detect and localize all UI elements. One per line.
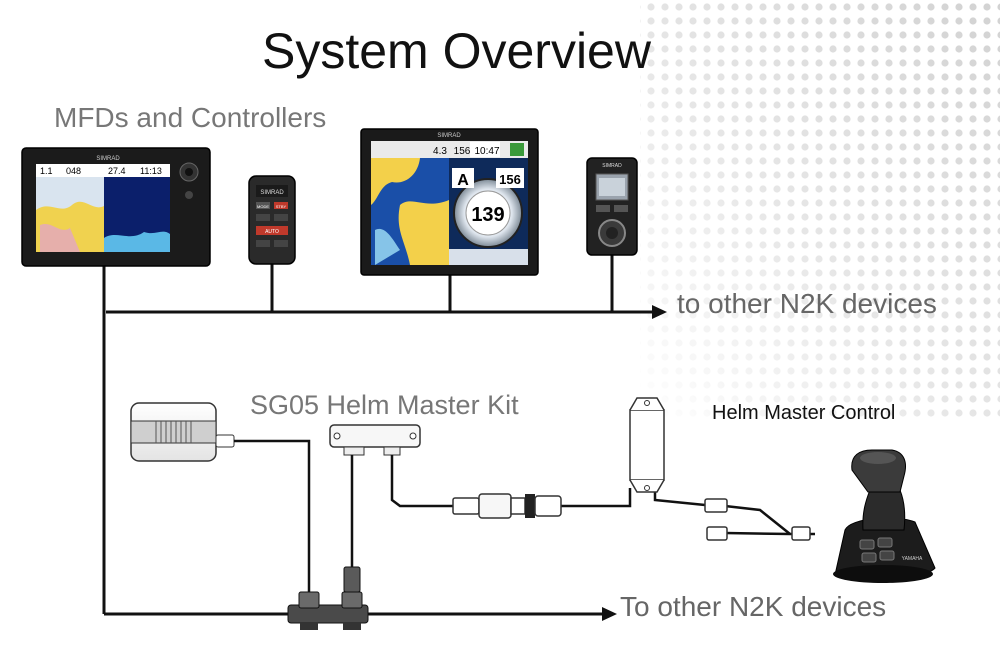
harness-connectors [704,498,811,541]
n2k-label-top: to other N2K devices [677,288,937,319]
mfd-large-course-value: 156 [499,172,521,187]
adapter-to-ecu-cable [560,488,632,508]
section-label-helm-master-control: Helm Master Control [712,402,896,424]
section-label-mfds-controllers: MFDs and Controllers [54,102,327,133]
mfd-small-readout-2: 048 [66,166,81,176]
helm-master-ecu [629,397,665,493]
mfd-large: 139 A 156 4.3 156 10:47 SIMRAD [360,128,539,276]
mfd-large-brand: SIMRAD [437,133,461,139]
mfd-large-mode-letter: A [457,172,469,189]
mfd-large-readout-depth: 4.3 [433,146,447,157]
mfd-small-brand: SIMRAD [96,156,120,162]
gateway-to-adapter-cable [390,455,455,508]
page-title: System Overview [262,23,651,79]
autopilot-remote-brand: SIMRAD [260,190,284,196]
mfd-small: 1.1 048 27.4 11:13 SIMRAD [21,147,211,267]
ecu-to-joystick-cable [653,488,706,507]
mfd-large-readout-time: 10:47 [474,146,499,157]
bottom-arrowhead [602,607,617,621]
controller-keypad: SIMRAD [586,157,638,256]
remote-key-auto: AUTO [265,229,279,235]
joystick-harness-1 [724,504,791,535]
autopilot-remote: SIMRAD MODE STBY AUTO [248,175,296,265]
mfd-small-readout-1: 1.1 [40,166,53,176]
mfd-large-readout-heading: 156 [454,146,471,157]
kit-cables [234,439,815,600]
mfd-large-heading-value: 139 [471,204,504,226]
top-arrowhead [652,305,667,319]
dotted-background [640,0,1000,420]
joystick-brand: YAMAHA [902,556,923,562]
n2k-label-bottom: To other N2K devices [620,591,887,622]
power-supply-box [130,402,235,462]
remote-key-mode: MODE [257,204,269,209]
mfd-small-readout-3: 27.4 [108,166,126,176]
mfd-small-readout-4: 11:13 [140,166,162,176]
inline-adapter-connectors [452,493,562,519]
remote-key-stby: STBY [276,204,287,209]
sg05-gateway-module [329,424,421,456]
helm-master-joystick: YAMAHA [833,449,936,583]
bottom-t-connectors [287,566,369,630]
power-box-cable [234,439,311,600]
section-label-helm-master-kit: SG05 Helm Master Kit [250,390,519,420]
keypad-brand: SIMRAD [602,163,622,169]
